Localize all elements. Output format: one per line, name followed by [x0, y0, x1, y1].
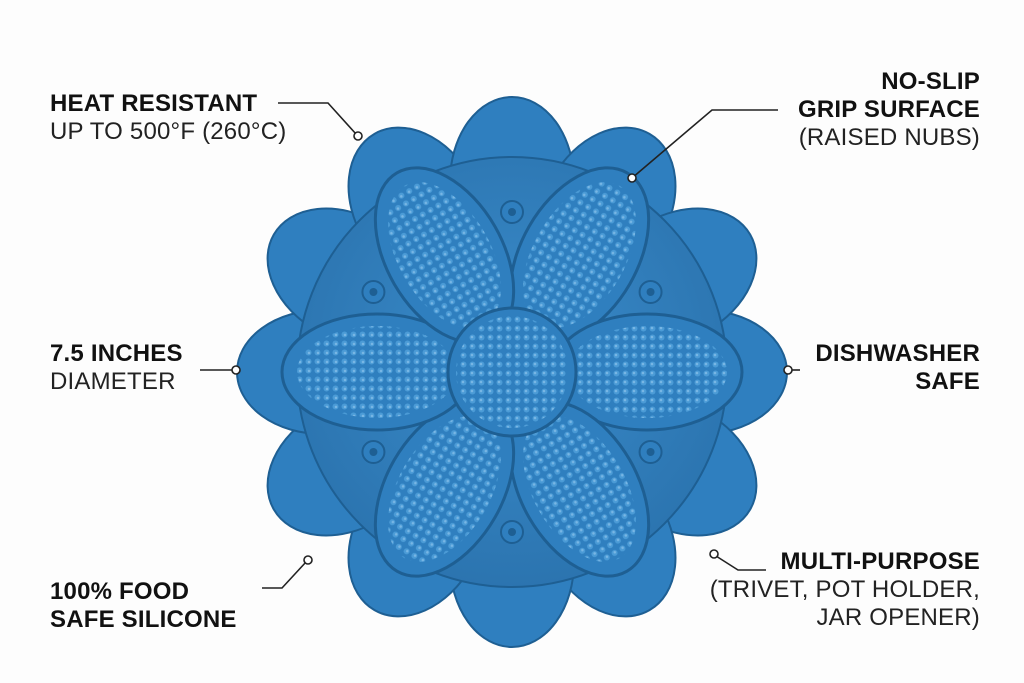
multi-detail-line2: JAR OPENER) — [816, 604, 980, 631]
callout-dishwasher-safe: DISHWASHER SAFE — [815, 340, 980, 396]
leader-dot-multi — [709, 549, 719, 559]
rosette-center — [646, 448, 655, 456]
leader-dot-grip — [627, 173, 637, 183]
leader-heat — [278, 102, 357, 135]
food-title-line2: SAFE SILICONE — [50, 606, 237, 633]
size-detail: DIAMETER — [50, 368, 176, 395]
food-title-line1: 100% FOOD — [50, 578, 190, 605]
grip-title-line2: GRIP SURFACE — [798, 96, 980, 123]
callout-diameter: 7.5 INCHES DIAMETER — [50, 340, 183, 396]
heat-detail: UP TO 500°F (260°C) — [50, 118, 287, 145]
petal-nubs — [388, 182, 501, 329]
leader-dot-dish — [783, 365, 793, 375]
leader-dot-size — [231, 365, 241, 375]
heat-title: HEAT RESISTANT — [50, 90, 258, 117]
trivet-flower — [236, 96, 788, 648]
inner-petals — [280, 166, 744, 578]
callout-heat-resistant: HEAT RESISTANT UP TO 500°F (260°C) — [50, 90, 286, 146]
petal-nubs — [567, 326, 727, 418]
dish-title-line2: SAFE — [915, 368, 980, 395]
callout-multi-purpose: MULTI-PURPOSE (TRIVET, POT HOLDER, JAR O… — [710, 548, 980, 632]
grip-detail: (RAISED NUBS) — [798, 124, 980, 151]
rosette-center — [646, 288, 655, 296]
rosette-center — [508, 528, 516, 536]
rosettes — [361, 200, 663, 544]
callout-no-slip: NO-SLIP GRIP SURFACE (RAISED NUBS) — [798, 68, 980, 152]
rosette-center — [369, 448, 378, 456]
dish-title-line1: DISHWASHER — [815, 340, 980, 367]
multi-title: MULTI-PURPOSE — [780, 548, 980, 575]
leader-food — [262, 561, 307, 589]
leader-multi — [715, 555, 766, 571]
petal-nubs — [388, 415, 501, 562]
leader-dot-heat — [353, 131, 363, 141]
petal-nubs — [297, 326, 457, 418]
rosette-center — [369, 288, 378, 296]
leader-grip — [631, 109, 778, 179]
callout-food-safe: 100% FOOD SAFE SILICONE — [50, 578, 237, 634]
grip-title-line1: NO-SLIP — [881, 68, 980, 95]
petal-nubs — [523, 182, 636, 329]
petal-nubs — [523, 415, 636, 562]
size-title: 7.5 INCHES — [50, 340, 183, 367]
center-nubs — [456, 316, 568, 428]
rosette-center — [508, 208, 516, 216]
leader-dot-food — [303, 555, 313, 565]
multi-detail-line1: (TRIVET, POT HOLDER, — [709, 576, 980, 603]
